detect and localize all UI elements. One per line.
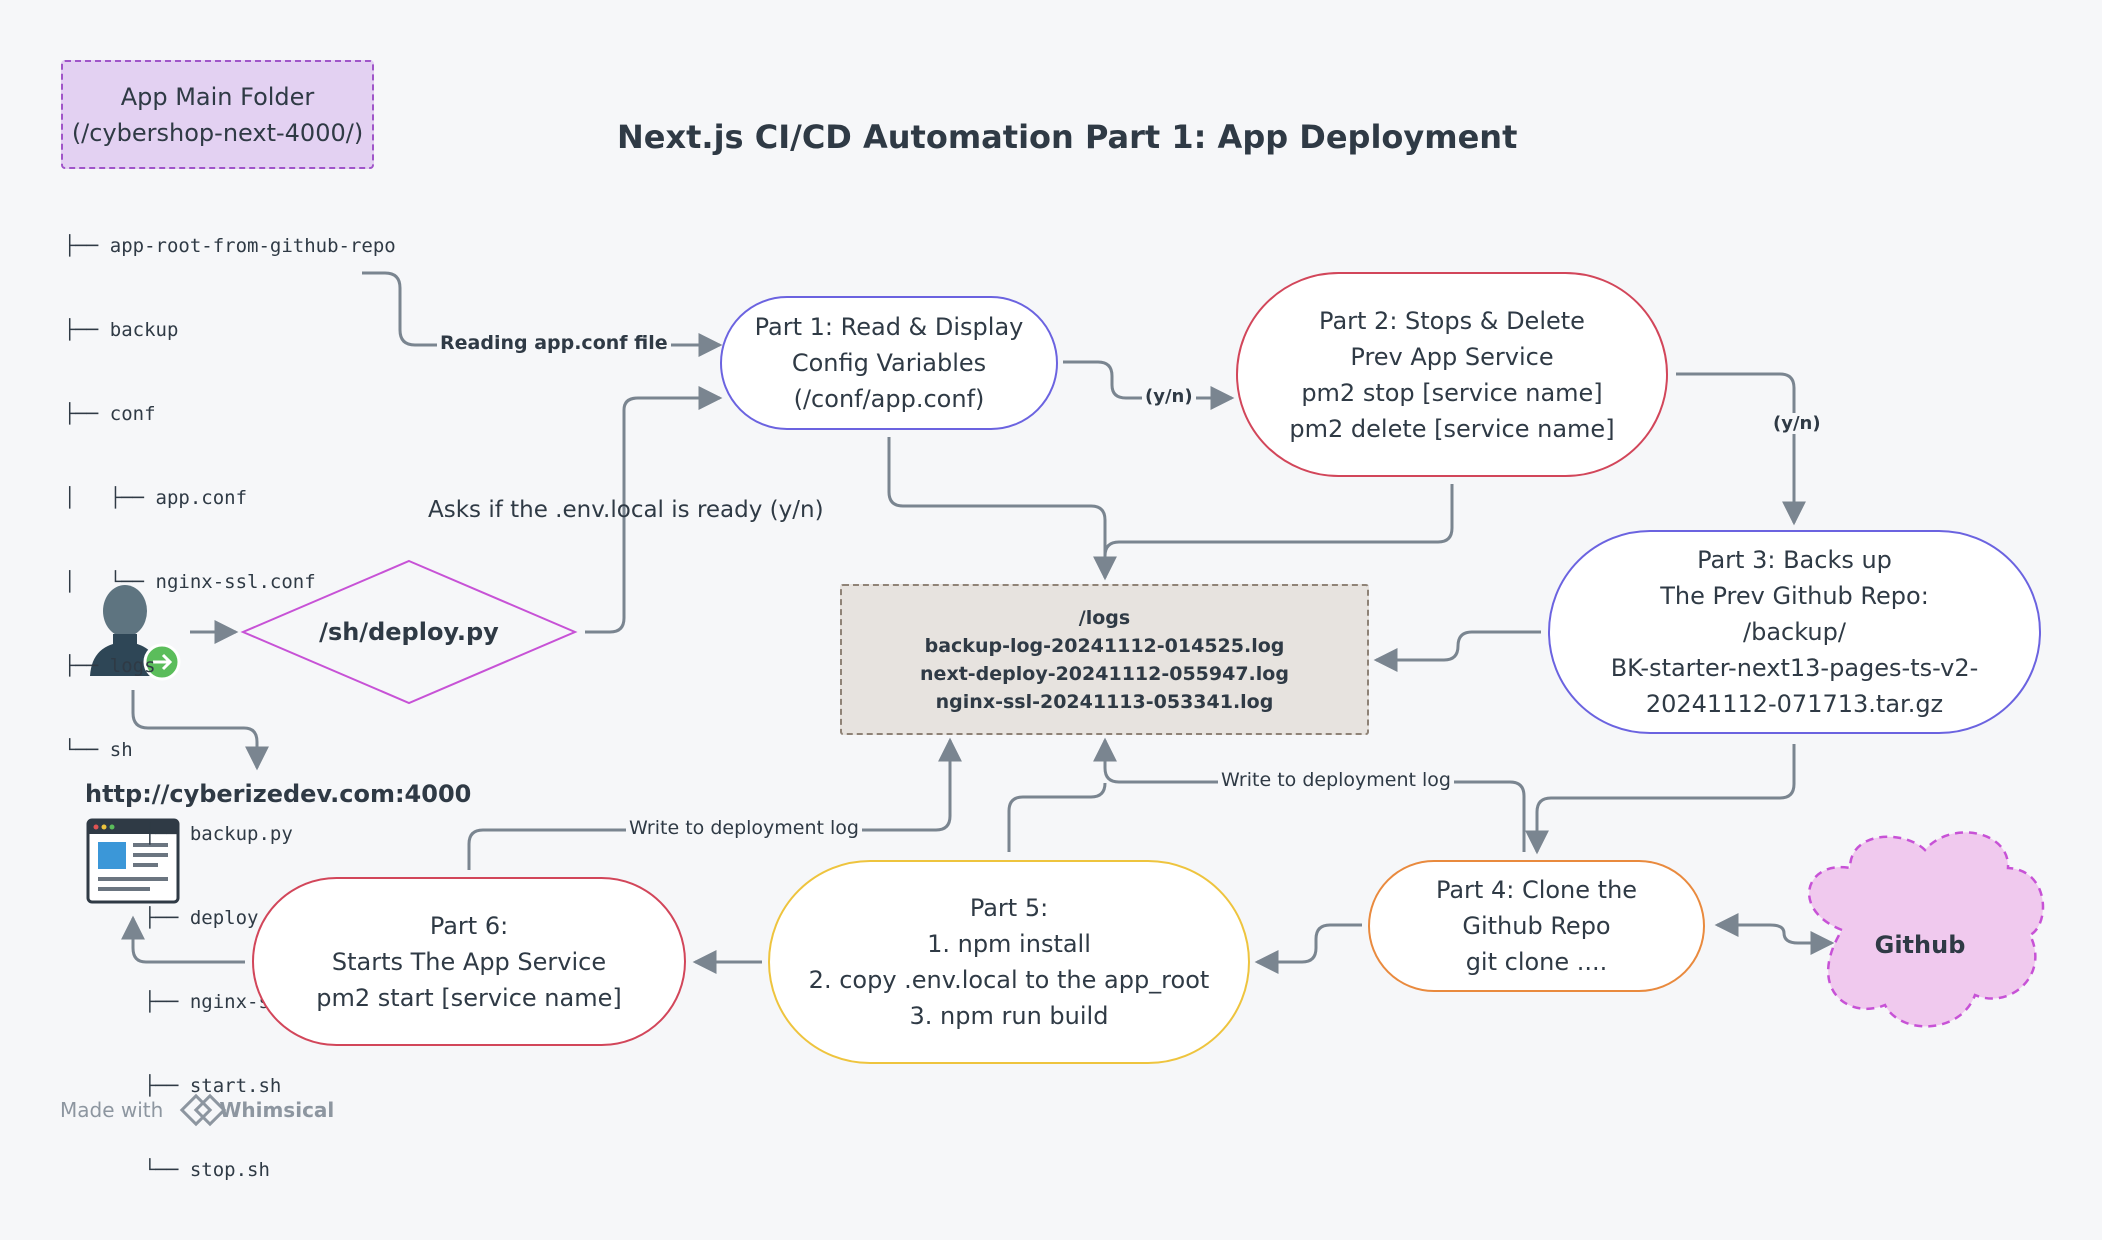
whimsical-logo-icon: [179, 1093, 227, 1127]
part1-line: (/conf/app.conf): [793, 385, 985, 413]
app-url: http://cyberizedev.com:4000: [85, 780, 472, 808]
tree-line: ├── logs: [64, 655, 156, 677]
part6-line: Starts The App Service: [331, 947, 607, 976]
edge-reading-app-conf: [362, 271, 723, 357]
folder-tree: ├── app-root-from-github-repo ├── backup…: [64, 176, 396, 1240]
footer: Made with Whimsical: [60, 1098, 334, 1122]
edge-github-part4: [1714, 913, 1835, 955]
diagram-canvas: Next.js CI/CD Automation Part 1: App Dep…: [60, 60, 2045, 1181]
part5-line: 1. npm install: [927, 930, 1091, 958]
deploy-decision-label: /sh/deploy.py: [319, 618, 499, 646]
part3-line: Part 3: Backs up: [1697, 546, 1892, 574]
log-file: nginx-ssl-20241113-053341.log: [935, 690, 1274, 713]
deploy-decision: /sh/deploy.py: [243, 561, 575, 703]
app-main-folder-box: App Main Folder (/cybershop-next-4000/): [61, 60, 374, 169]
tree-line: ├── start.sh: [64, 1075, 282, 1097]
edge-label-yn-2: (y/n): [1770, 413, 1824, 434]
part3-line: /backup/: [1743, 618, 1846, 646]
part3-line: 20241112-071713.tar.gz: [1645, 690, 1944, 718]
browser-window-icon: [86, 818, 180, 904]
part1-line: Part 1: Read & Display: [754, 313, 1024, 341]
tree-line: │ ├── app.conf: [64, 487, 248, 509]
footer-brand: Whimsical: [219, 1098, 335, 1122]
edge-user-url: [131, 690, 269, 771]
diagram-title: Next.js CI/CD Automation Part 1: App Dep…: [617, 118, 1518, 156]
log-file: backup-log-20241112-014525.log: [924, 634, 1285, 657]
part6-line: pm2 start [service name]: [316, 983, 622, 1012]
part5-line: 2. copy .env.local to the app_root: [808, 966, 1210, 994]
edge-label-yn-1: (y/n): [1142, 386, 1196, 407]
github-node: Github: [1830, 905, 2010, 985]
edge-part6-logs: [467, 737, 962, 870]
edge-label-reading: Reading app.conf file: [437, 332, 671, 354]
edge-asks-env: [585, 386, 723, 634]
part2-line: pm2 stop [service name]: [1301, 378, 1603, 407]
edge-part3-logs: [1373, 630, 1541, 672]
part4-line: git clone ....: [1465, 948, 1608, 976]
edge-part1-part2: [1063, 360, 1235, 410]
part2-line: Part 2: Stops & Delete: [1319, 306, 1585, 335]
logs-folder: /logs: [1078, 606, 1131, 629]
part4-node: Part 4: Clone the Github Repo git clone …: [1368, 860, 1705, 992]
edge-label-write-2: Write to deployment log: [626, 817, 862, 839]
part1-line: Config Variables: [791, 349, 987, 377]
part3-node: Part 3: Backs up The Prev Github Repo: /…: [1548, 530, 2041, 734]
footer-made-with: Made with: [60, 1098, 164, 1122]
tree-line: └── sh: [64, 739, 133, 761]
part3-line: The Prev Github Repo:: [1660, 582, 1929, 610]
edge-part5-logs: [1007, 782, 1107, 852]
github-cloud-shape: [1807, 831, 2045, 1028]
deploy-decision-shape: [240, 559, 578, 705]
edge-part1-logs: [887, 437, 1117, 581]
edge-part6-browser: [121, 915, 245, 964]
folder-name: App Main Folder: [120, 82, 315, 111]
tree-line: ├── app-root-from-github-repo: [64, 235, 396, 257]
logs-box: /logs backup-log-20241112-014525.log nex…: [840, 584, 1369, 735]
tree-line: ├── conf: [64, 403, 156, 425]
part5-node: Part 5: 1. npm install 2. copy .env.loca…: [768, 860, 1250, 1064]
part1-node: Part 1: Read & Display Config Variables …: [720, 296, 1058, 430]
edge-label-asks: Asks if the .env.local is ready (y/n): [428, 497, 824, 523]
part2-line: Prev App Service: [1350, 342, 1554, 371]
arrow-right-circle-icon: [143, 643, 181, 681]
tree-line: │ └── nginx-ssl.conf: [64, 571, 316, 593]
edge-part3-part4: [1525, 744, 1796, 855]
part2-node: Part 2: Stops & Delete Prev App Service …: [1236, 272, 1668, 477]
tree-line: ├── backup: [64, 319, 179, 341]
connectors: [86, 271, 2045, 1127]
user-icon: [90, 585, 160, 676]
edge-part4-logs: [1093, 737, 1526, 852]
log-file: next-deploy-20241112-055947.log: [920, 662, 1289, 685]
edge-label-write-1: Write to deployment log: [1218, 769, 1454, 791]
part4-line: Github Repo: [1462, 912, 1611, 940]
edge-part2-logs: [1103, 484, 1454, 578]
edge-part2-part3: [1676, 372, 1806, 526]
github-label: Github: [1874, 931, 1966, 959]
part6-line: Part 6:: [429, 911, 509, 940]
folder-path: (/cybershop-next-4000/): [71, 118, 364, 147]
part4-line: Part 4: Clone the: [1435, 876, 1638, 904]
part3-line: BK-starter-next13-pages-ts-v2-: [1610, 654, 1979, 682]
part6-node: Part 6: Starts The App Service pm2 start…: [252, 877, 686, 1046]
edge-part4-part5: [1254, 923, 1362, 974]
tree-line: ├── backup.py: [64, 823, 293, 845]
tree-line: └── stop.sh: [64, 1159, 270, 1181]
part5-line: Part 5:: [969, 894, 1049, 922]
part5-line: 3. npm run build: [909, 1002, 1109, 1030]
part2-line: pm2 delete [service name]: [1289, 414, 1615, 443]
